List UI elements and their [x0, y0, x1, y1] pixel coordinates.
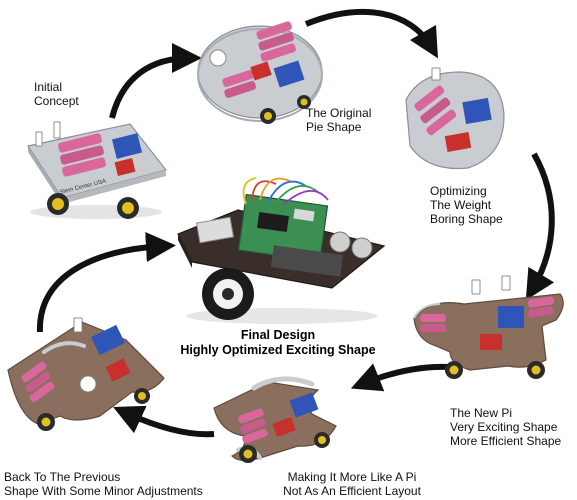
caption-new-pi: The New Pi Very Exciting Shape More Effi…: [450, 406, 562, 448]
caption-final-design: Final Design Highly Optimized Exciting S…: [180, 328, 376, 357]
robot-initial-concept: Stem Center USA: [18, 112, 174, 222]
arrow-newpi-to-morepi: [350, 363, 449, 392]
caption-more-like-pi: Making It More Like A Pi Not As An Effic…: [283, 470, 421, 498]
arrow-morepi-to-previous: [113, 405, 215, 438]
caption-initial-concept: Initial Concept: [34, 80, 79, 108]
arrow-initial-to-pie: [109, 43, 202, 119]
caption-optimizing-weight: Optimizing The Weight Boring Shape: [430, 184, 503, 226]
robot-new-pi: [410, 270, 570, 388]
robot-final-design: [172, 170, 394, 326]
robot-previous-adjusted: [4, 312, 170, 432]
robot-optimized-weight: [398, 64, 510, 176]
robot-more-like-pi: [208, 368, 348, 468]
caption-original-pie: The Original Pie Shape: [306, 106, 372, 134]
caption-back-to-previous: Back To The Previous Shape With Some Min…: [4, 470, 203, 498]
arrow-pie-to-weight: [304, 8, 439, 59]
arrow-previous-to-final: [36, 231, 176, 333]
robot-original-pie: [196, 12, 326, 124]
arrow-weight-to-newpi: [525, 152, 555, 301]
